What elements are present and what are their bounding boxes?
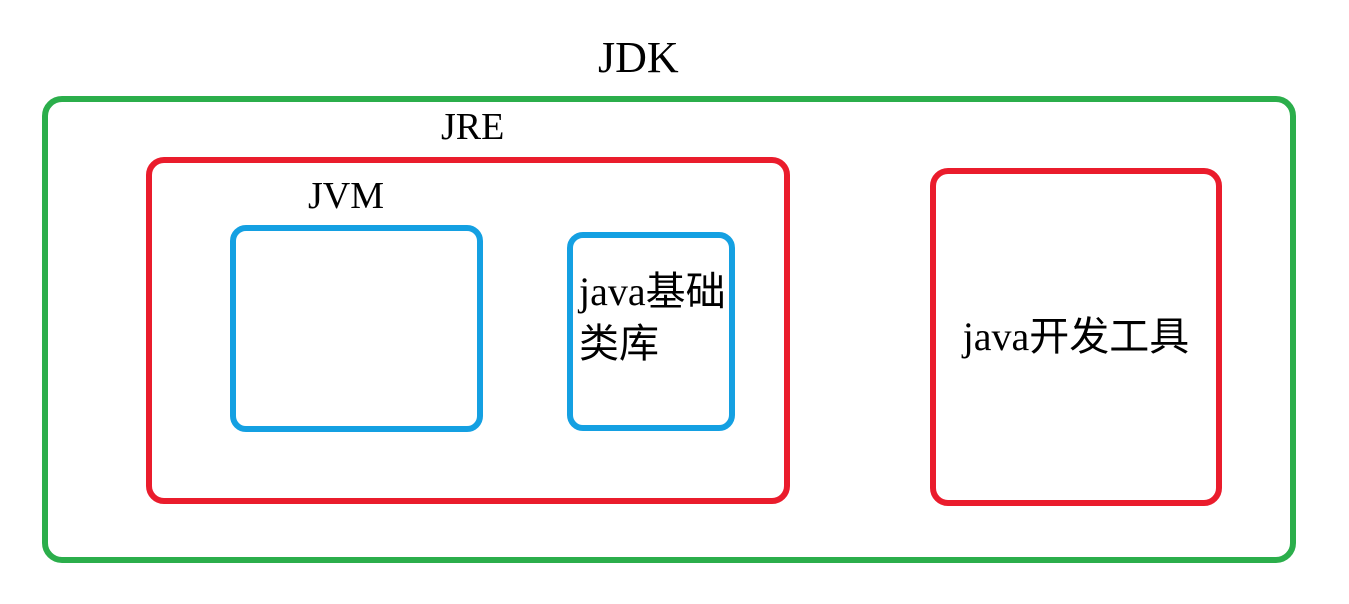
jvm-label: JVM (308, 175, 385, 217)
jdk-box (42, 96, 1296, 563)
jre-label: JRE (441, 106, 505, 148)
java-class-library-box: java基础 类库 (567, 232, 735, 431)
jdk-label: JDK (598, 33, 679, 82)
jvm-box (230, 225, 483, 432)
java-class-library-label-line-2: 类库 (579, 321, 659, 366)
jre-box (146, 157, 790, 504)
java-dev-tools-label: java开发工具 (962, 314, 1190, 359)
java-class-library-label-line-1: java基础 (579, 269, 726, 314)
java-dev-tools-box: java开发工具 (930, 168, 1222, 506)
